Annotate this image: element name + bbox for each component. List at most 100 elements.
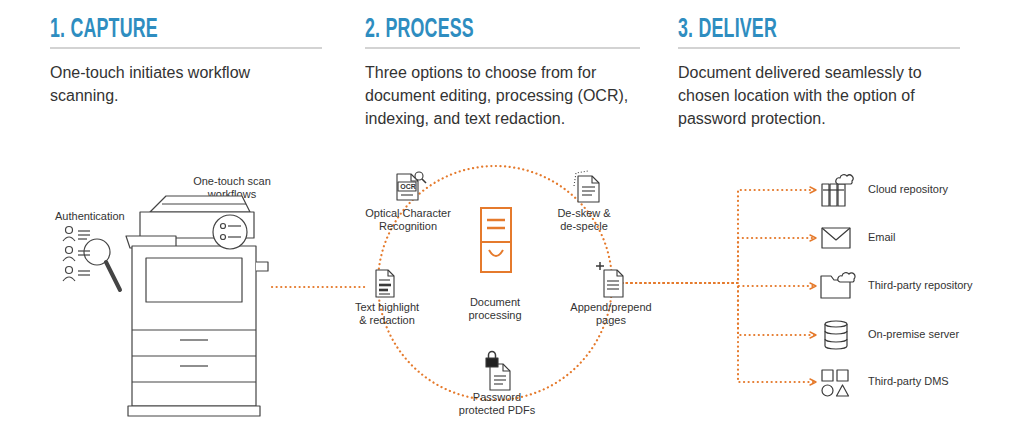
printer-body (132, 246, 256, 406)
cloud-symbol (838, 273, 855, 282)
plus-sign (599, 262, 601, 270)
ocr-magnifier (415, 172, 423, 180)
node-label: Optical Character Recognition (358, 207, 458, 233)
ocr-magnifier-handle (422, 179, 426, 183)
process-option: OCR Optical Character Recognition (348, 172, 468, 233)
page-line (582, 194, 592, 195)
deskew-page (578, 176, 599, 202)
unit-chevron (489, 250, 503, 256)
delivery-connector (613, 283, 816, 382)
cabinet (822, 184, 829, 206)
process-option: De-skew & de-specle (534, 174, 634, 233)
person-body (63, 237, 75, 241)
delivery-destination: Cloud repository (818, 174, 998, 206)
heading-rule (50, 47, 322, 49)
highlight-bar (379, 289, 388, 292)
heading-rules (50, 47, 960, 49)
unit-bar (487, 219, 505, 222)
node-label: Text highlight & redaction (351, 301, 423, 327)
page-line (582, 186, 595, 187)
envelope-flap (822, 228, 850, 240)
page-line (494, 375, 506, 376)
section-heading: 3. DELIVER (678, 15, 823, 42)
page-line (379, 293, 390, 294)
id-line (78, 274, 90, 275)
section-description: Three options to choose from for documen… (365, 61, 665, 130)
drawer-line (132, 355, 256, 356)
section-description: Document delivered seamlessly to chosen … (678, 61, 970, 130)
page-line (582, 190, 595, 191)
process-option: Password protected PDFs (447, 356, 547, 417)
person-head (66, 247, 73, 254)
destination-label: On-premise server (868, 328, 959, 341)
node-label: Password protected PDFs (457, 391, 537, 417)
database-cylinder (825, 324, 847, 349)
page-line (607, 284, 619, 285)
icon-text: OCR (397, 182, 419, 191)
delivery-connector (613, 238, 816, 283)
node-label: De-skew & de-specle (553, 207, 615, 233)
database-band (825, 331, 847, 334)
id-line (78, 234, 90, 235)
processing-unit (481, 208, 511, 272)
append-page (604, 270, 623, 297)
process-icons (376, 171, 623, 390)
person-body (63, 277, 75, 281)
cabinet-line (823, 189, 844, 190)
page-line (607, 288, 619, 289)
section-heading: 1. CAPTURE (50, 15, 195, 42)
heading-rule (365, 47, 640, 49)
delivery-icons (821, 175, 855, 396)
delivery-destination: Email (818, 222, 998, 254)
magnifier-handle (106, 262, 120, 290)
id-line (78, 230, 90, 231)
heading-rule (678, 47, 960, 49)
lock-body (486, 358, 498, 367)
option-dot (221, 224, 226, 229)
feeder-tray (162, 203, 246, 204)
cabinet (830, 184, 837, 206)
destination-label: Third-party repository (868, 279, 973, 292)
skew-outline (574, 171, 588, 186)
dms-circle (822, 385, 833, 396)
unit-divider (481, 241, 511, 243)
process-option: Append/prepend pages (561, 266, 661, 327)
database-band (825, 339, 847, 342)
document-feeder (150, 196, 250, 212)
drawer-line (132, 329, 256, 330)
section-heading: 2. PROCESS (365, 15, 510, 42)
capture-flow-line (272, 286, 366, 288)
page-fold (503, 364, 510, 371)
envelope (822, 228, 850, 248)
process-option: Text highlight & redaction (337, 268, 437, 327)
delivery-destination: Third-party DMS (818, 366, 998, 398)
scan-workflow-icon (213, 215, 247, 249)
page-fold (592, 176, 599, 183)
section-description: One-touch initiates workflow scanning. (50, 61, 300, 107)
drawer-line (132, 381, 256, 382)
dms-triangle (837, 385, 849, 396)
drawer-handle (180, 365, 208, 366)
option-dot (221, 235, 226, 240)
person-body (63, 257, 75, 261)
delivery-destination: Third-party repository (818, 270, 998, 302)
output-bay (146, 258, 242, 302)
option-line (228, 236, 241, 237)
authentication-icon (63, 227, 120, 291)
id-line (78, 238, 87, 239)
delivery-destination: On-premise server (818, 319, 998, 351)
ring-circle (378, 166, 612, 400)
unit-bar (487, 227, 505, 230)
cloud-symbol (836, 175, 853, 184)
printer-illustration (126, 196, 268, 416)
highlight-page (376, 270, 394, 297)
destination-label: Email (868, 231, 896, 244)
page-line (494, 379, 506, 380)
processing-icon (481, 208, 511, 272)
page-fold (388, 270, 394, 276)
id-line (78, 270, 90, 271)
node-label: Document processing (450, 296, 540, 322)
page-fold (617, 270, 623, 276)
highlight-bar (379, 284, 391, 287)
